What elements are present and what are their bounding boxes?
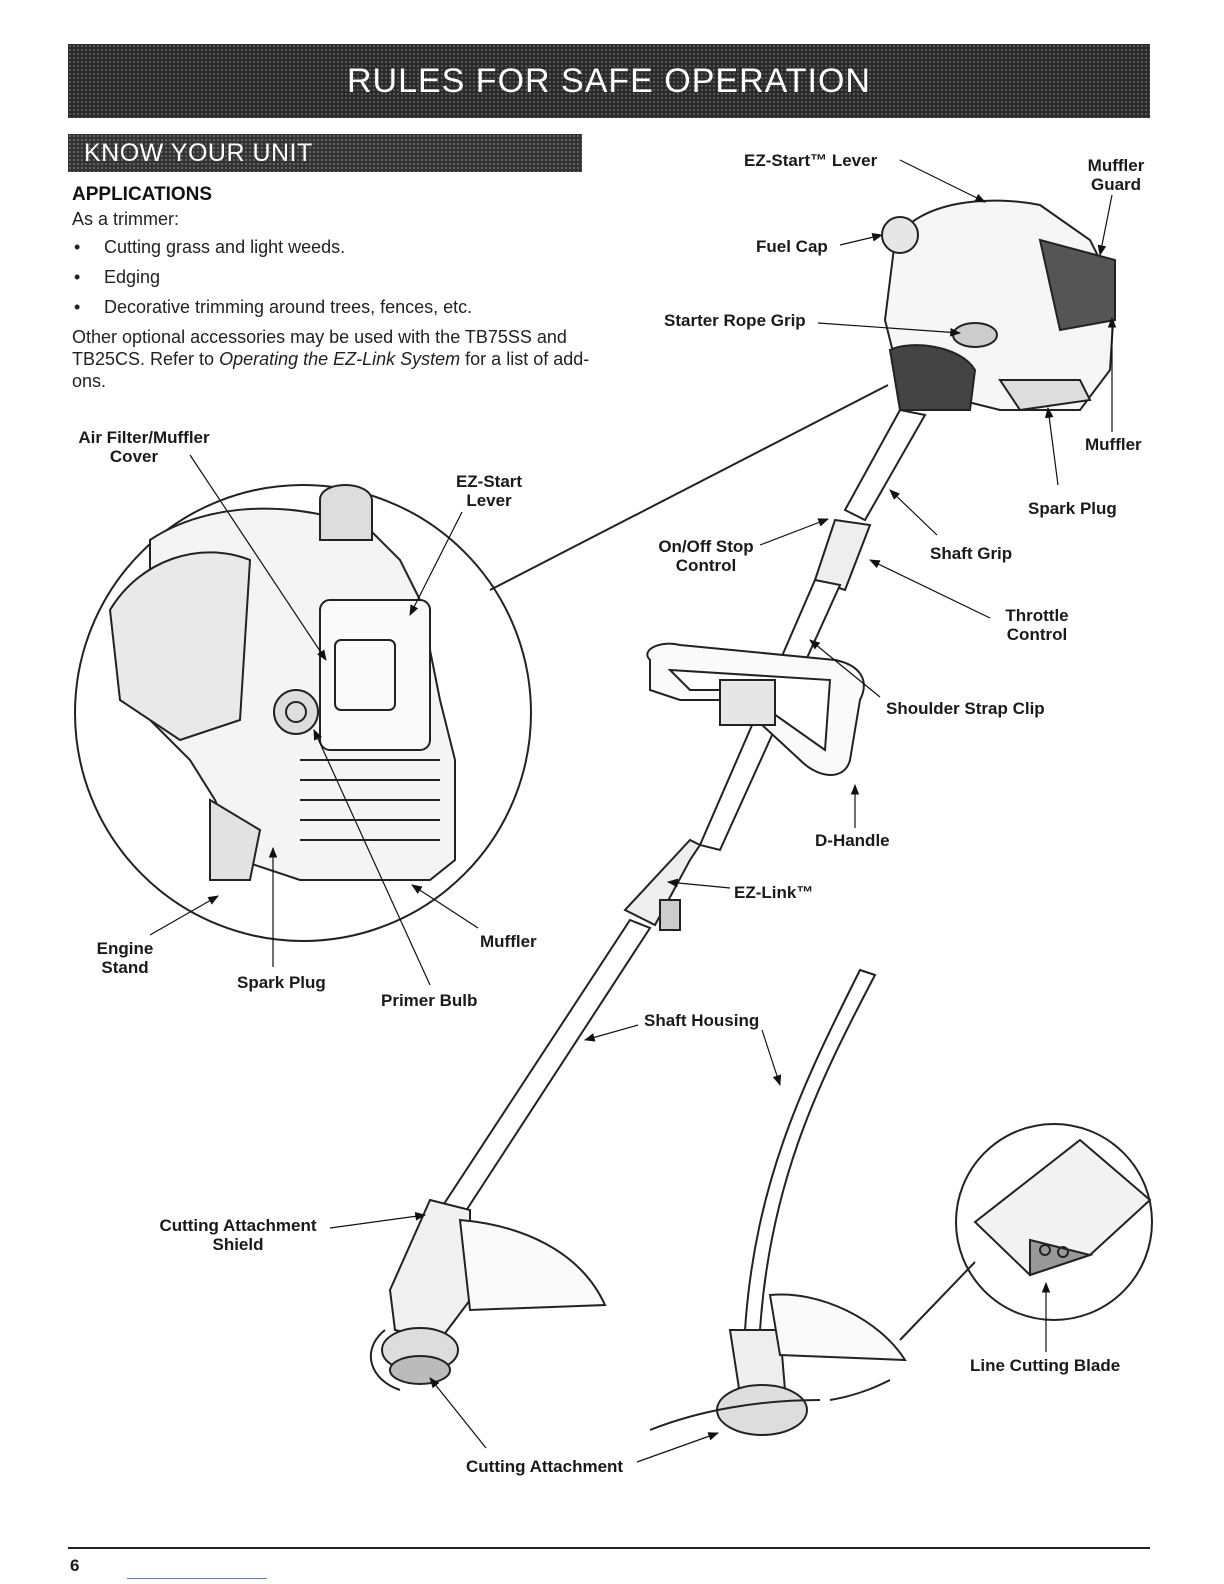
label-spark-plug: Spark Plug (1028, 499, 1117, 518)
applications-heading: APPLICATIONS (72, 184, 213, 205)
page-number: 6 (70, 1556, 80, 1575)
list-item: •Decorative trimming around trees, fence… (74, 297, 473, 317)
label-muffler-guard: Muffler Guard (1087, 156, 1145, 194)
label-primer-bulb: Primer Bulb (381, 991, 478, 1010)
label-starter-rope-grip: Starter Rope Grip (664, 311, 806, 330)
section-title: KNOW YOUR UNIT (84, 138, 313, 167)
applications-section: APPLICATIONS As a trimmer: •Cutting gras… (72, 184, 592, 392)
note-reference: Operating the EZ-Link System (219, 349, 461, 369)
footer-rule (68, 1547, 1150, 1549)
section-title-banner: KNOW YOUR UNIT (68, 134, 582, 172)
label-ez-link: EZ-Link™ (734, 883, 814, 902)
label-cutting-attachment-shield: Cutting Attachment Shield (159, 1216, 317, 1254)
label-muffler: Muffler (1085, 435, 1142, 454)
applications-list: •Cutting grass and light weeds. •Edging … (72, 236, 592, 318)
detail-connector (489, 384, 889, 591)
label-d-handle: D-Handle (815, 831, 890, 850)
label-shaft-grip: Shaft Grip (930, 544, 1013, 563)
label-shoulder-strap-clip: Shoulder Strap Clip (886, 699, 1045, 718)
label-ez-start-lever: EZ-Start Lever (455, 472, 523, 510)
label-throttle-control: Throttle Control (1005, 606, 1069, 644)
list-item: •Edging (74, 267, 161, 287)
label-ez-start-tm-lever: EZ-Start™ Lever (744, 151, 878, 170)
label-engine-stand: Engine Stand (96, 939, 154, 977)
blade-detail-circle (899, 1123, 1153, 1341)
label-cutting-attachment: Cutting Attachment (466, 1457, 624, 1476)
page-title: RULES FOR SAFE OPERATION (346, 61, 871, 100)
label-on-off-stop-control: On/Off Stop Control (658, 537, 754, 575)
footer-underline (127, 1578, 267, 1579)
engine-detail-circle (74, 484, 532, 942)
page-title-banner: RULES FOR SAFE OPERATION (68, 44, 1150, 118)
label-fuel-cap: Fuel Cap (756, 237, 828, 256)
label-shaft-housing: Shaft Housing (644, 1011, 760, 1030)
list-item: •Cutting grass and light weeds. (74, 237, 346, 257)
label-line-cutting-blade: Line Cutting Blade (970, 1356, 1121, 1375)
label-spark-plug-detail: Spark Plug (237, 973, 326, 992)
applications-note: Other optional accessories may be used w… (72, 327, 590, 391)
label-muffler-detail: Muffler (480, 932, 537, 951)
leader-lines (149, 159, 1117, 1463)
applications-intro: As a trimmer: (72, 209, 180, 229)
label-air-filter-muffler-cover: Air Filter/Muffler Cover (78, 428, 210, 466)
trimmer-body (369, 199, 1117, 1436)
